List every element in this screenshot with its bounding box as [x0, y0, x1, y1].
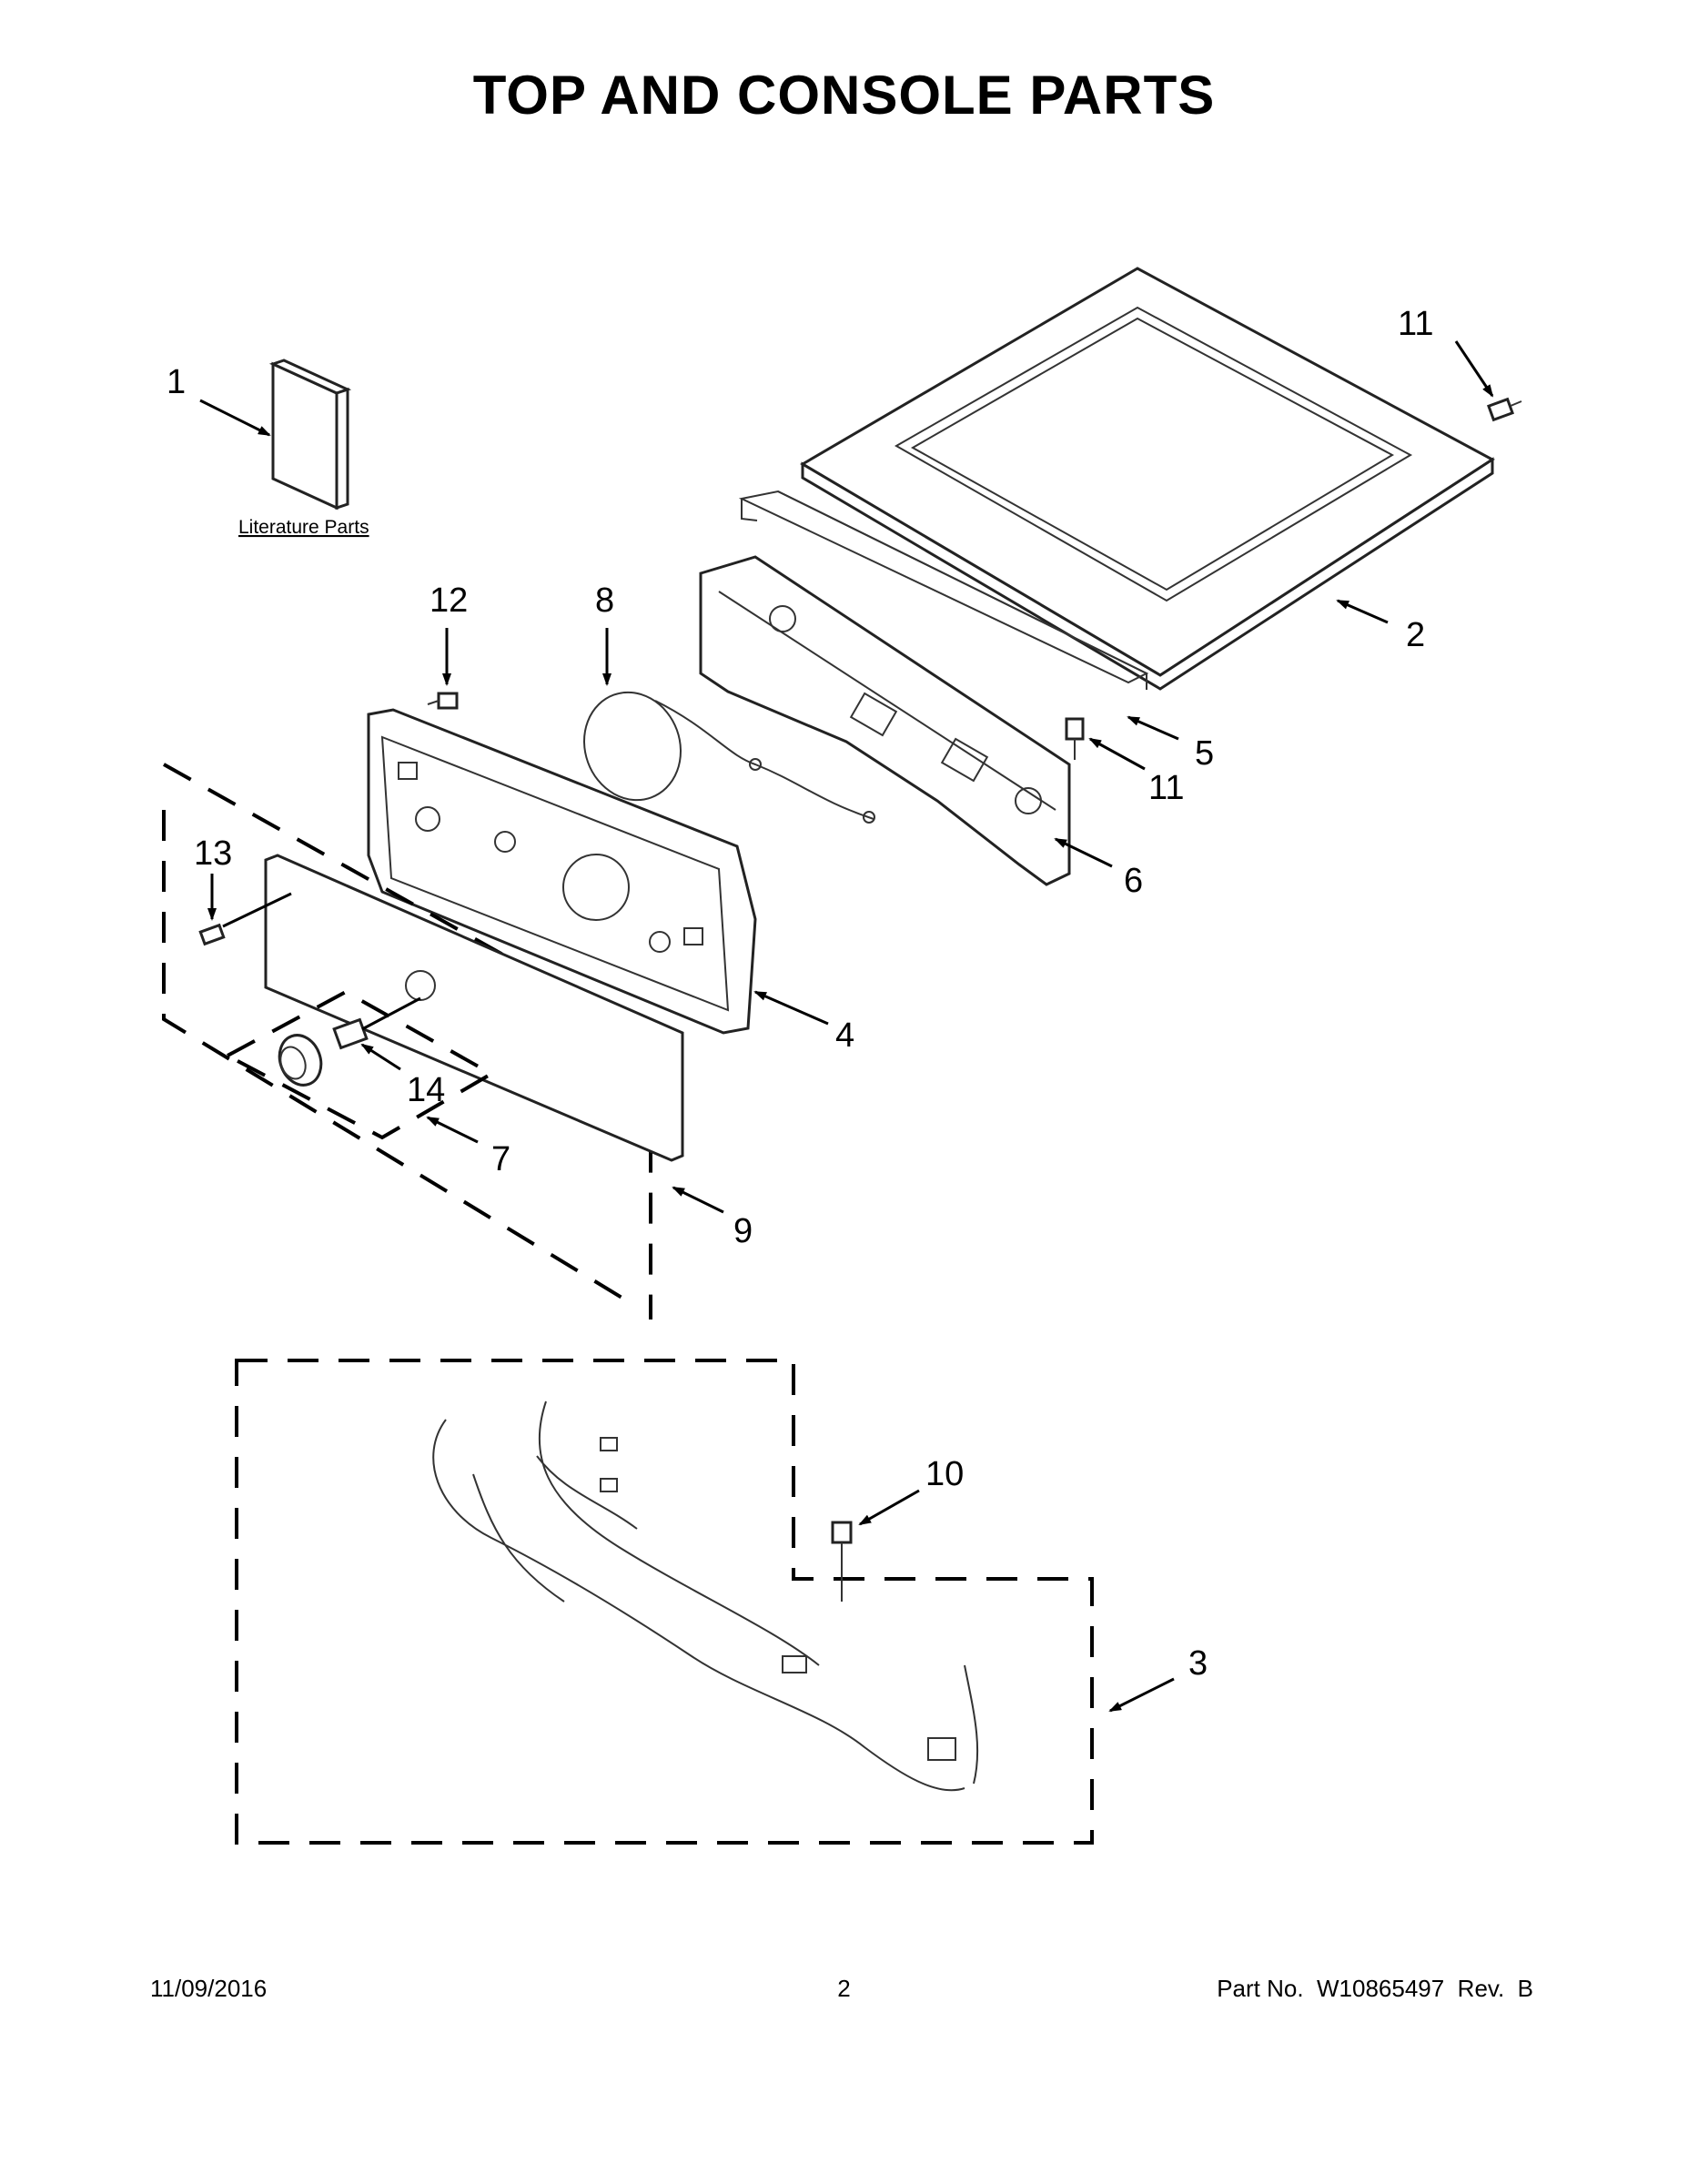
callout-13: 13 — [194, 834, 232, 873]
callout-14: 14 — [407, 1071, 445, 1109]
callout-12: 12 — [430, 581, 468, 620]
page-title: TOP AND CONSOLE PARTS — [472, 65, 1216, 126]
callout-6: 6 — [1124, 862, 1143, 900]
callout-10: 10 — [925, 1455, 964, 1493]
ground-screw — [831, 1521, 853, 1602]
leader-11-lower — [1088, 737, 1146, 771]
wire-ring-harness — [583, 691, 875, 824]
main-wire-harness — [432, 1400, 979, 1792]
footer-date: 11/09/2016 — [150, 1975, 268, 2002]
knob — [278, 1034, 323, 1087]
callout-3: 3 — [1188, 1644, 1208, 1683]
knob-shaft-line — [361, 996, 421, 1031]
leader-7 — [426, 1116, 479, 1144]
console-frame — [699, 555, 1071, 886]
callout-11-upper: 11 — [1398, 305, 1433, 343]
knob-spring — [332, 1017, 369, 1050]
literature-booklet — [268, 359, 352, 511]
leader-4 — [753, 990, 829, 1026]
callout-11-lower: 11 — [1148, 769, 1184, 807]
footer-page-number: 2 — [837, 1975, 851, 2002]
leader-3 — [1108, 1677, 1175, 1713]
rail-bracket — [738, 490, 1149, 690]
leader-5 — [1127, 715, 1179, 741]
callout-8: 8 — [595, 581, 614, 620]
leader-10 — [858, 1489, 920, 1526]
leader-14 — [360, 1043, 401, 1071]
graphics-overlay — [264, 854, 684, 1162]
leader-2 — [1336, 599, 1389, 624]
top-panel — [800, 267, 1495, 691]
footer-part-number: Part No. W10865497 Rev. B — [1217, 1975, 1533, 2002]
callout-7: 7 — [491, 1140, 510, 1178]
knob-kit-outline — [223, 989, 496, 1140]
callout-1: 1 — [167, 363, 186, 401]
screw-11-upper — [1487, 397, 1522, 422]
overlay-clip — [198, 923, 226, 946]
leader-6 — [1054, 837, 1113, 868]
callout-5: 5 — [1195, 734, 1214, 773]
leader-11-upper — [1454, 340, 1494, 398]
callout-9: 9 — [733, 1212, 753, 1250]
leader-1 — [199, 399, 271, 437]
main-harness-outline — [235, 1359, 1094, 1845]
callout-4: 4 — [835, 1016, 854, 1055]
console-assembly-outline — [162, 763, 652, 1320]
screw-11-lower — [1065, 717, 1085, 760]
literature-parts-label: Literature Parts — [238, 517, 369, 538]
console-panel — [367, 708, 757, 1035]
leader-9 — [672, 1186, 724, 1214]
screw-12 — [427, 692, 459, 710]
overlay-clip-line — [222, 892, 292, 928]
callout-2: 2 — [1406, 616, 1425, 654]
